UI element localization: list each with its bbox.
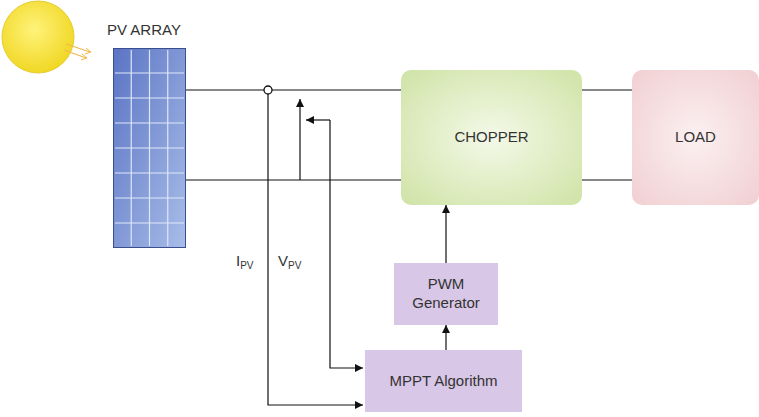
control-arrow <box>445 205 446 263</box>
power-wire <box>186 89 401 90</box>
chopper-box: CHOPPER <box>401 70 582 205</box>
array-heading: PV ARRAY <box>107 21 181 38</box>
load-box: LOAD <box>632 70 759 205</box>
box-label: LOAD <box>675 128 716 147</box>
pwm-generator-box: PWM Generator <box>394 263 498 325</box>
mppt-algorithm-box: MPPT Algorithm <box>365 350 522 412</box>
power-wire <box>582 89 632 90</box>
pv-array: PV ARRAY <box>113 48 186 248</box>
current-sensor <box>264 86 272 94</box>
voltage-sense-wire <box>300 99 363 368</box>
control-arrow <box>445 325 446 350</box>
power-wire <box>186 179 401 180</box>
current-sense-wire <box>268 94 363 405</box>
power-wire <box>582 179 632 180</box>
box-label: PWM Generator <box>394 275 498 313</box>
pv-array-shape <box>113 48 186 248</box>
box-label: CHOPPER <box>454 128 528 147</box>
sun <box>2 1 91 73</box>
current-signal-label: IPV <box>234 252 256 271</box>
voltage-signal-label: VPV <box>276 252 303 271</box>
box-label: MPPT Algorithm <box>389 372 497 391</box>
